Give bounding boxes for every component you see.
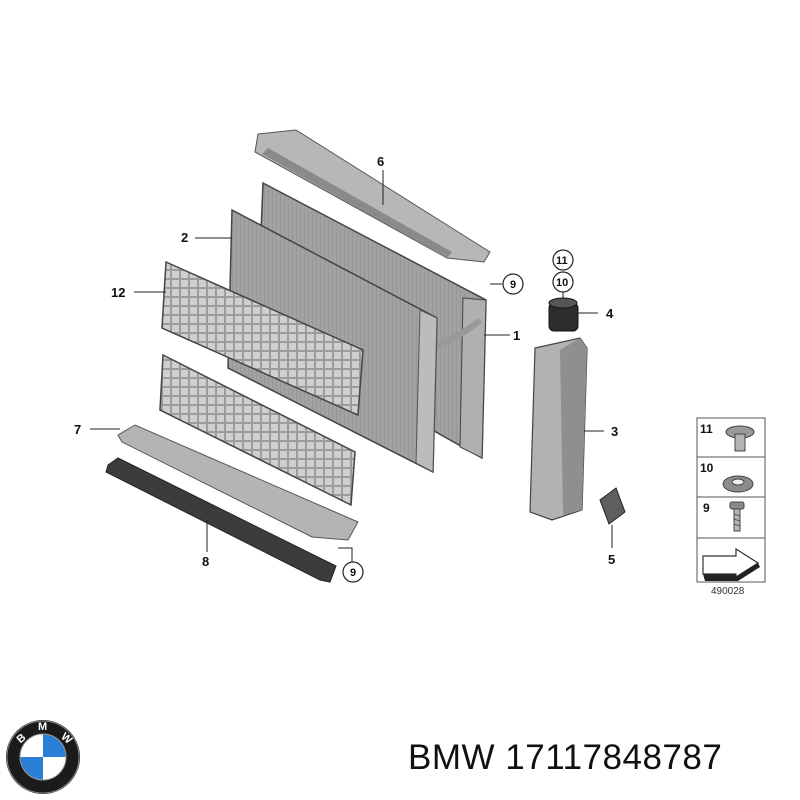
clip-holder-part — [599, 487, 626, 525]
rear-radiator-side-tank — [459, 297, 487, 459]
callout-4: 4 — [606, 306, 614, 321]
callout-12: 12 — [111, 285, 125, 300]
callout-3: 3 — [611, 424, 618, 439]
callout-2: 2 — [181, 230, 188, 245]
upper-air-duct-part — [254, 129, 491, 263]
direction-arrow-icon — [702, 547, 760, 581]
callout-1: 1 — [513, 328, 520, 343]
lower-grille-part — [159, 353, 356, 507]
upper-grille-part — [161, 260, 364, 417]
circled-callout-11: 11 — [556, 255, 568, 267]
side-bracket-face — [560, 338, 587, 515]
legend-label-9: 9 — [703, 501, 710, 515]
product-caption: BMW 17117848787 — [408, 738, 788, 778]
circled-callout-9-bottom-ring — [342, 561, 364, 583]
mushroom-clip-icon — [725, 425, 755, 452]
lower-deflector-part — [117, 424, 359, 541]
bottom-seal-part — [105, 457, 337, 583]
circled-callout-9-top: 9 — [510, 279, 516, 291]
circled-callout-10: 10 — [556, 277, 568, 289]
circled-callout-9-top-ring — [502, 273, 524, 295]
mount-bushing-top — [548, 297, 578, 309]
circled-callout-9-bottom: 9 — [350, 567, 356, 579]
circled-callout-11-ring — [552, 249, 574, 271]
callout-8: 8 — [202, 554, 209, 569]
upper-air-duct-rib — [262, 148, 452, 258]
svg-text:M: M — [38, 721, 47, 733]
condenser-side-bar — [415, 309, 438, 473]
legend-label-10: 10 — [700, 461, 714, 475]
part-number: 17117848787 — [505, 738, 723, 777]
leader-line-9-bottom — [338, 547, 353, 562]
callout-7: 7 — [74, 422, 81, 437]
fastener-legend: 11 10 9 — [696, 417, 766, 583]
circled-callout-10-ring — [552, 271, 574, 293]
legend-label-11: 11 — [700, 422, 713, 436]
grommet-washer-icon — [722, 475, 754, 493]
callout-6: 6 — [377, 154, 384, 169]
brand-name: BMW — [408, 738, 496, 777]
diagram-reference-number: 490028 — [711, 586, 745, 597]
callout-5: 5 — [608, 552, 615, 567]
screw-bolt-icon — [729, 501, 745, 532]
bmw-logo: B M W — [6, 720, 80, 794]
